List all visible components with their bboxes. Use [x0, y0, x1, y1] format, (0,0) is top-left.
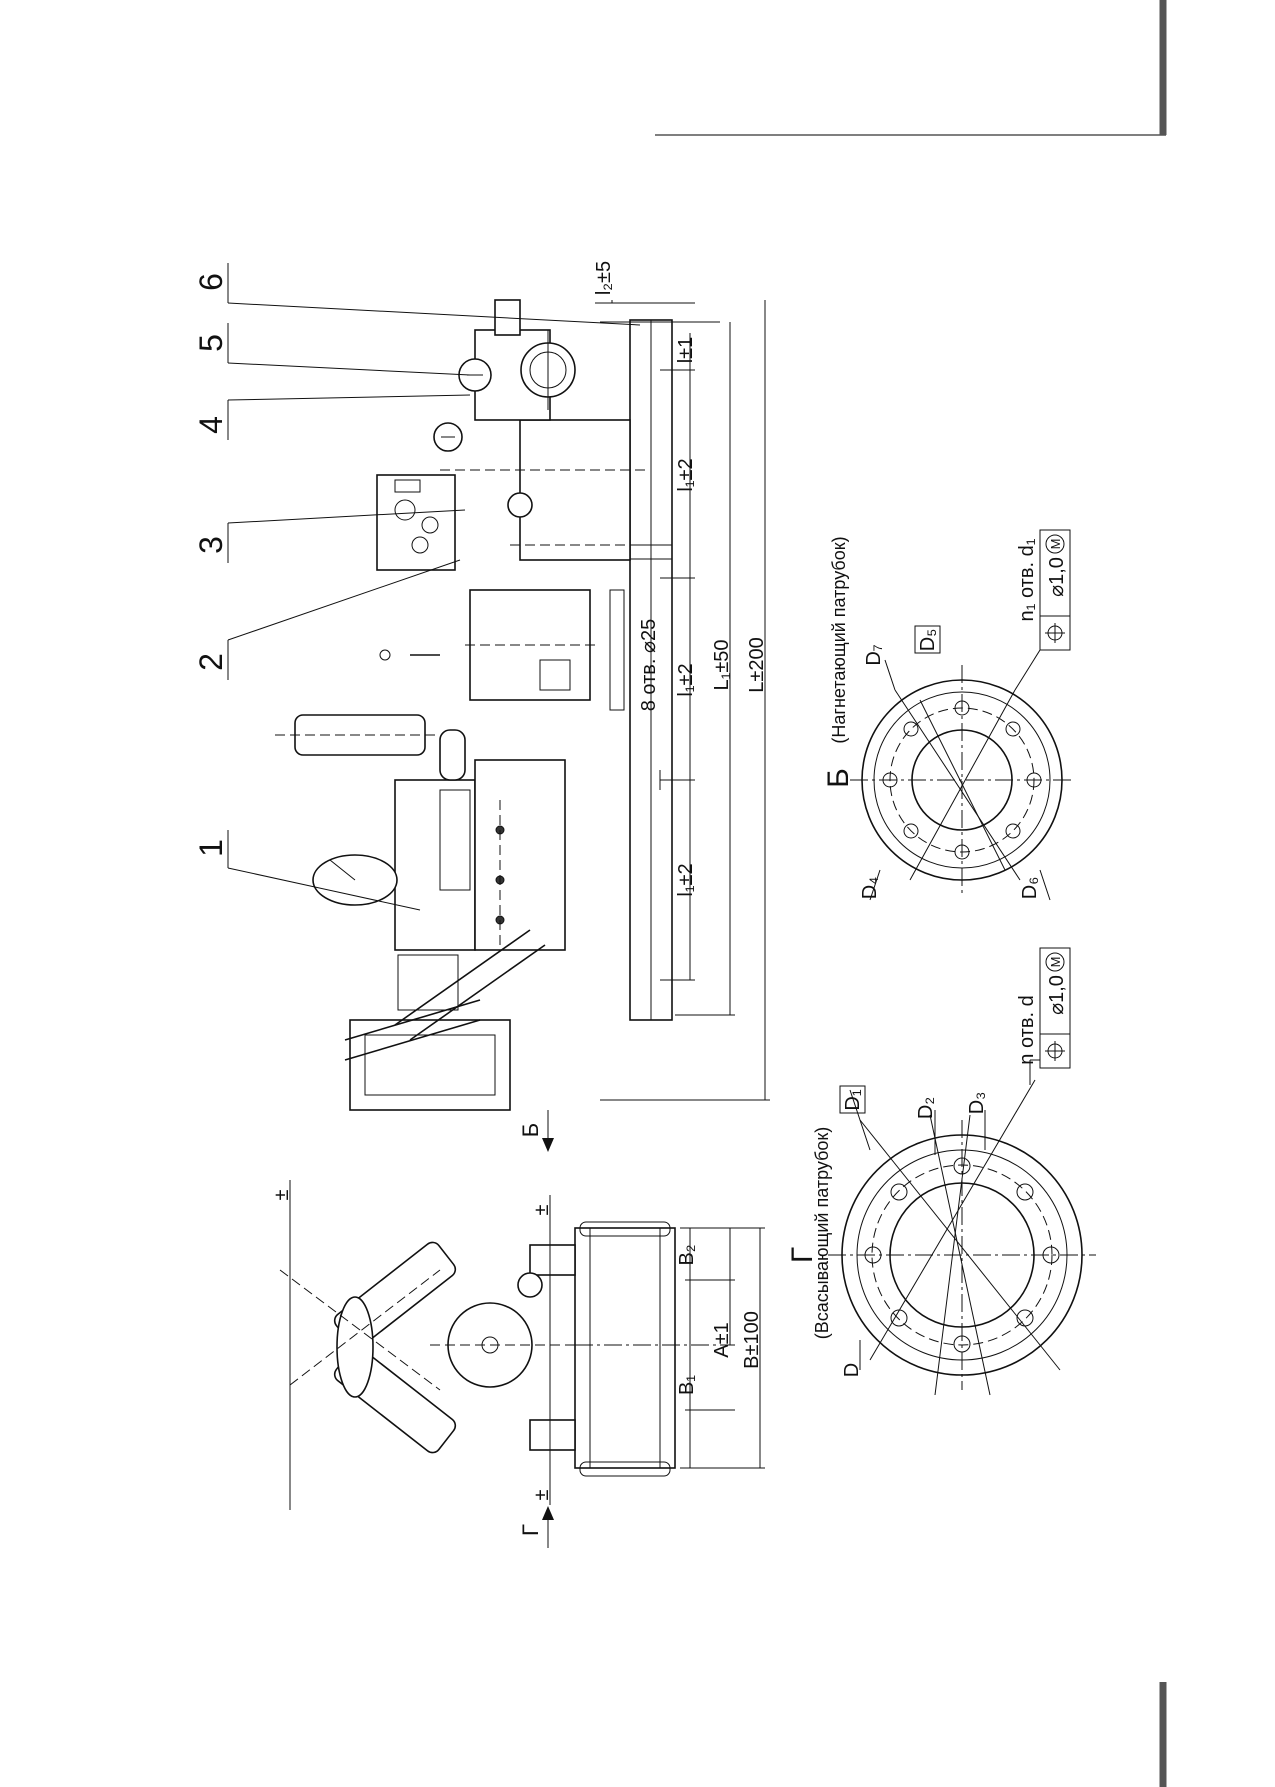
- discharge-D4: D₄: [859, 877, 881, 900]
- callout-numbers: 1 2 3 4 5 6: [193, 273, 229, 857]
- dim-B: B±100: [741, 1311, 763, 1369]
- discharge-D5: D₅: [917, 629, 939, 652]
- dim-B2: B₂: [676, 1244, 698, 1265]
- discharge-letter: Б: [822, 768, 855, 788]
- callout-leaders: [227, 263, 641, 911]
- suction-caption: (Всасывающий патрубок): [812, 1127, 832, 1340]
- discharge-flange-view: Б (Нагнетающий патрубок) D₄ D₅ D₆ D₇ n₁ …: [822, 529, 1075, 901]
- suction-tolerance: ⌀1,0: [1046, 975, 1068, 1015]
- callout-1: 1: [193, 839, 229, 857]
- dim-A: A±1: [711, 1322, 733, 1357]
- suction-letter: Г: [786, 1247, 819, 1263]
- view-arrows: Б Г: [518, 1110, 554, 1548]
- dim-l2: l₂±5: [593, 261, 615, 295]
- dim-8-holes: 8 отв. ⌀25: [638, 619, 660, 712]
- dim-B1: B₁: [676, 1375, 698, 1395]
- dim-l1-a: l₁±2: [675, 458, 697, 491]
- suction-D3: D₃: [966, 1092, 988, 1115]
- dim-l-pm1: l±1: [675, 337, 697, 364]
- page-frame: [655, 0, 1167, 1787]
- callout-5: 5: [193, 334, 229, 352]
- suction-holes: n отв. d: [1016, 995, 1038, 1064]
- discharge-tolerance: ⌀1,0: [1046, 557, 1068, 597]
- suction-tolerance-m: M: [1048, 957, 1063, 968]
- callout-3: 3: [193, 536, 229, 554]
- dim-l1-c: l₁±2: [675, 863, 697, 896]
- discharge-tolerance-m: M: [1048, 539, 1063, 550]
- callout-6: 6: [193, 273, 229, 291]
- end-view-dimensions: ± ± ± B₁ B₂ A±1 B±100: [271, 1180, 765, 1510]
- side-view: [275, 299, 673, 1111]
- discharge-holes: n₁ отв. d₁: [1016, 538, 1038, 621]
- dim-l1-b: l₁±2: [675, 663, 697, 696]
- suction-flange-view: Г (Всасывающий патрубок) D D₁ D₂ D₃ n от…: [786, 947, 1096, 1396]
- callout-4: 4: [193, 416, 229, 434]
- discharge-D6: D₆: [1019, 877, 1041, 900]
- dim-L1: L₁±50: [711, 639, 733, 690]
- callout-2: 2: [193, 653, 229, 671]
- discharge-D7: D₇: [863, 644, 885, 665]
- dim-pm-mid: ±: [531, 1204, 553, 1215]
- dim-pm-top: ±: [271, 1189, 293, 1200]
- dim-L: L±200: [746, 637, 768, 692]
- side-dimensions: l₂±5 l±1 l₁±2 l₁±2 l₁±2 8 отв. ⌀25 L₁±50…: [593, 261, 770, 1101]
- end-view: [279, 1221, 676, 1477]
- suction-D1: D₁: [842, 1089, 864, 1110]
- dim-pm-bot: ±: [531, 1489, 553, 1500]
- arrow-g-label: Г: [518, 1524, 543, 1536]
- suction-D: D: [841, 1363, 863, 1377]
- discharge-caption: (Нагнетающий патрубок): [829, 536, 849, 743]
- suction-D2: D₂: [915, 1097, 937, 1119]
- arrow-b-label: Б: [518, 1123, 543, 1137]
